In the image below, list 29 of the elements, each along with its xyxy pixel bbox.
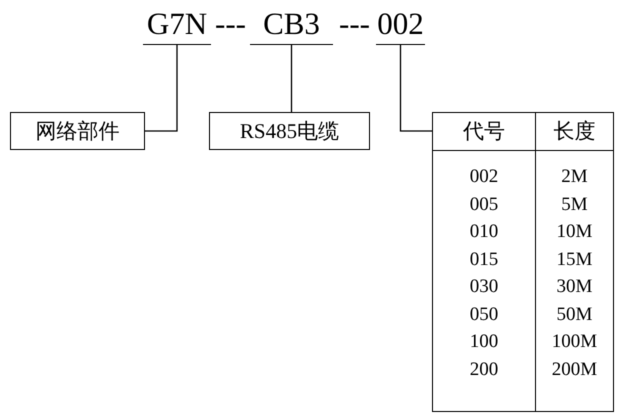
length-value: 30M bbox=[556, 275, 594, 299]
code-segment: 002 bbox=[376, 6, 425, 45]
code-value: 100 bbox=[468, 330, 500, 354]
code-value: 002 bbox=[468, 165, 500, 189]
category-box: RS485电缆 bbox=[209, 112, 370, 150]
code-value: 010 bbox=[468, 220, 500, 244]
code-value: 200 bbox=[468, 358, 500, 382]
code-value: 005 bbox=[468, 192, 500, 216]
separator-dashes: --- bbox=[338, 6, 371, 43]
length-value: 200M bbox=[550, 358, 598, 382]
length-value: 10M bbox=[556, 220, 594, 244]
column-header: 代号 bbox=[462, 119, 506, 143]
code-value: 030 bbox=[468, 275, 500, 299]
leader-line bbox=[400, 45, 432, 132]
length-value: 50M bbox=[556, 302, 594, 326]
length-value: 100M bbox=[550, 330, 598, 354]
code-segment: CB3 bbox=[250, 6, 333, 45]
length-value: 2M bbox=[560, 165, 589, 189]
code-value: 015 bbox=[468, 248, 500, 272]
leader-line bbox=[290, 45, 292, 112]
code-segment: G7N bbox=[143, 6, 211, 45]
separator-dashes: --- bbox=[214, 6, 247, 43]
leader-line bbox=[145, 45, 178, 132]
length-value: 15M bbox=[556, 248, 594, 272]
length-table bbox=[432, 112, 614, 412]
length-value: 5M bbox=[560, 192, 589, 216]
category-box: 网络部件 bbox=[10, 112, 145, 150]
column-header: 长度 bbox=[552, 119, 596, 143]
code-value: 050 bbox=[468, 302, 500, 326]
